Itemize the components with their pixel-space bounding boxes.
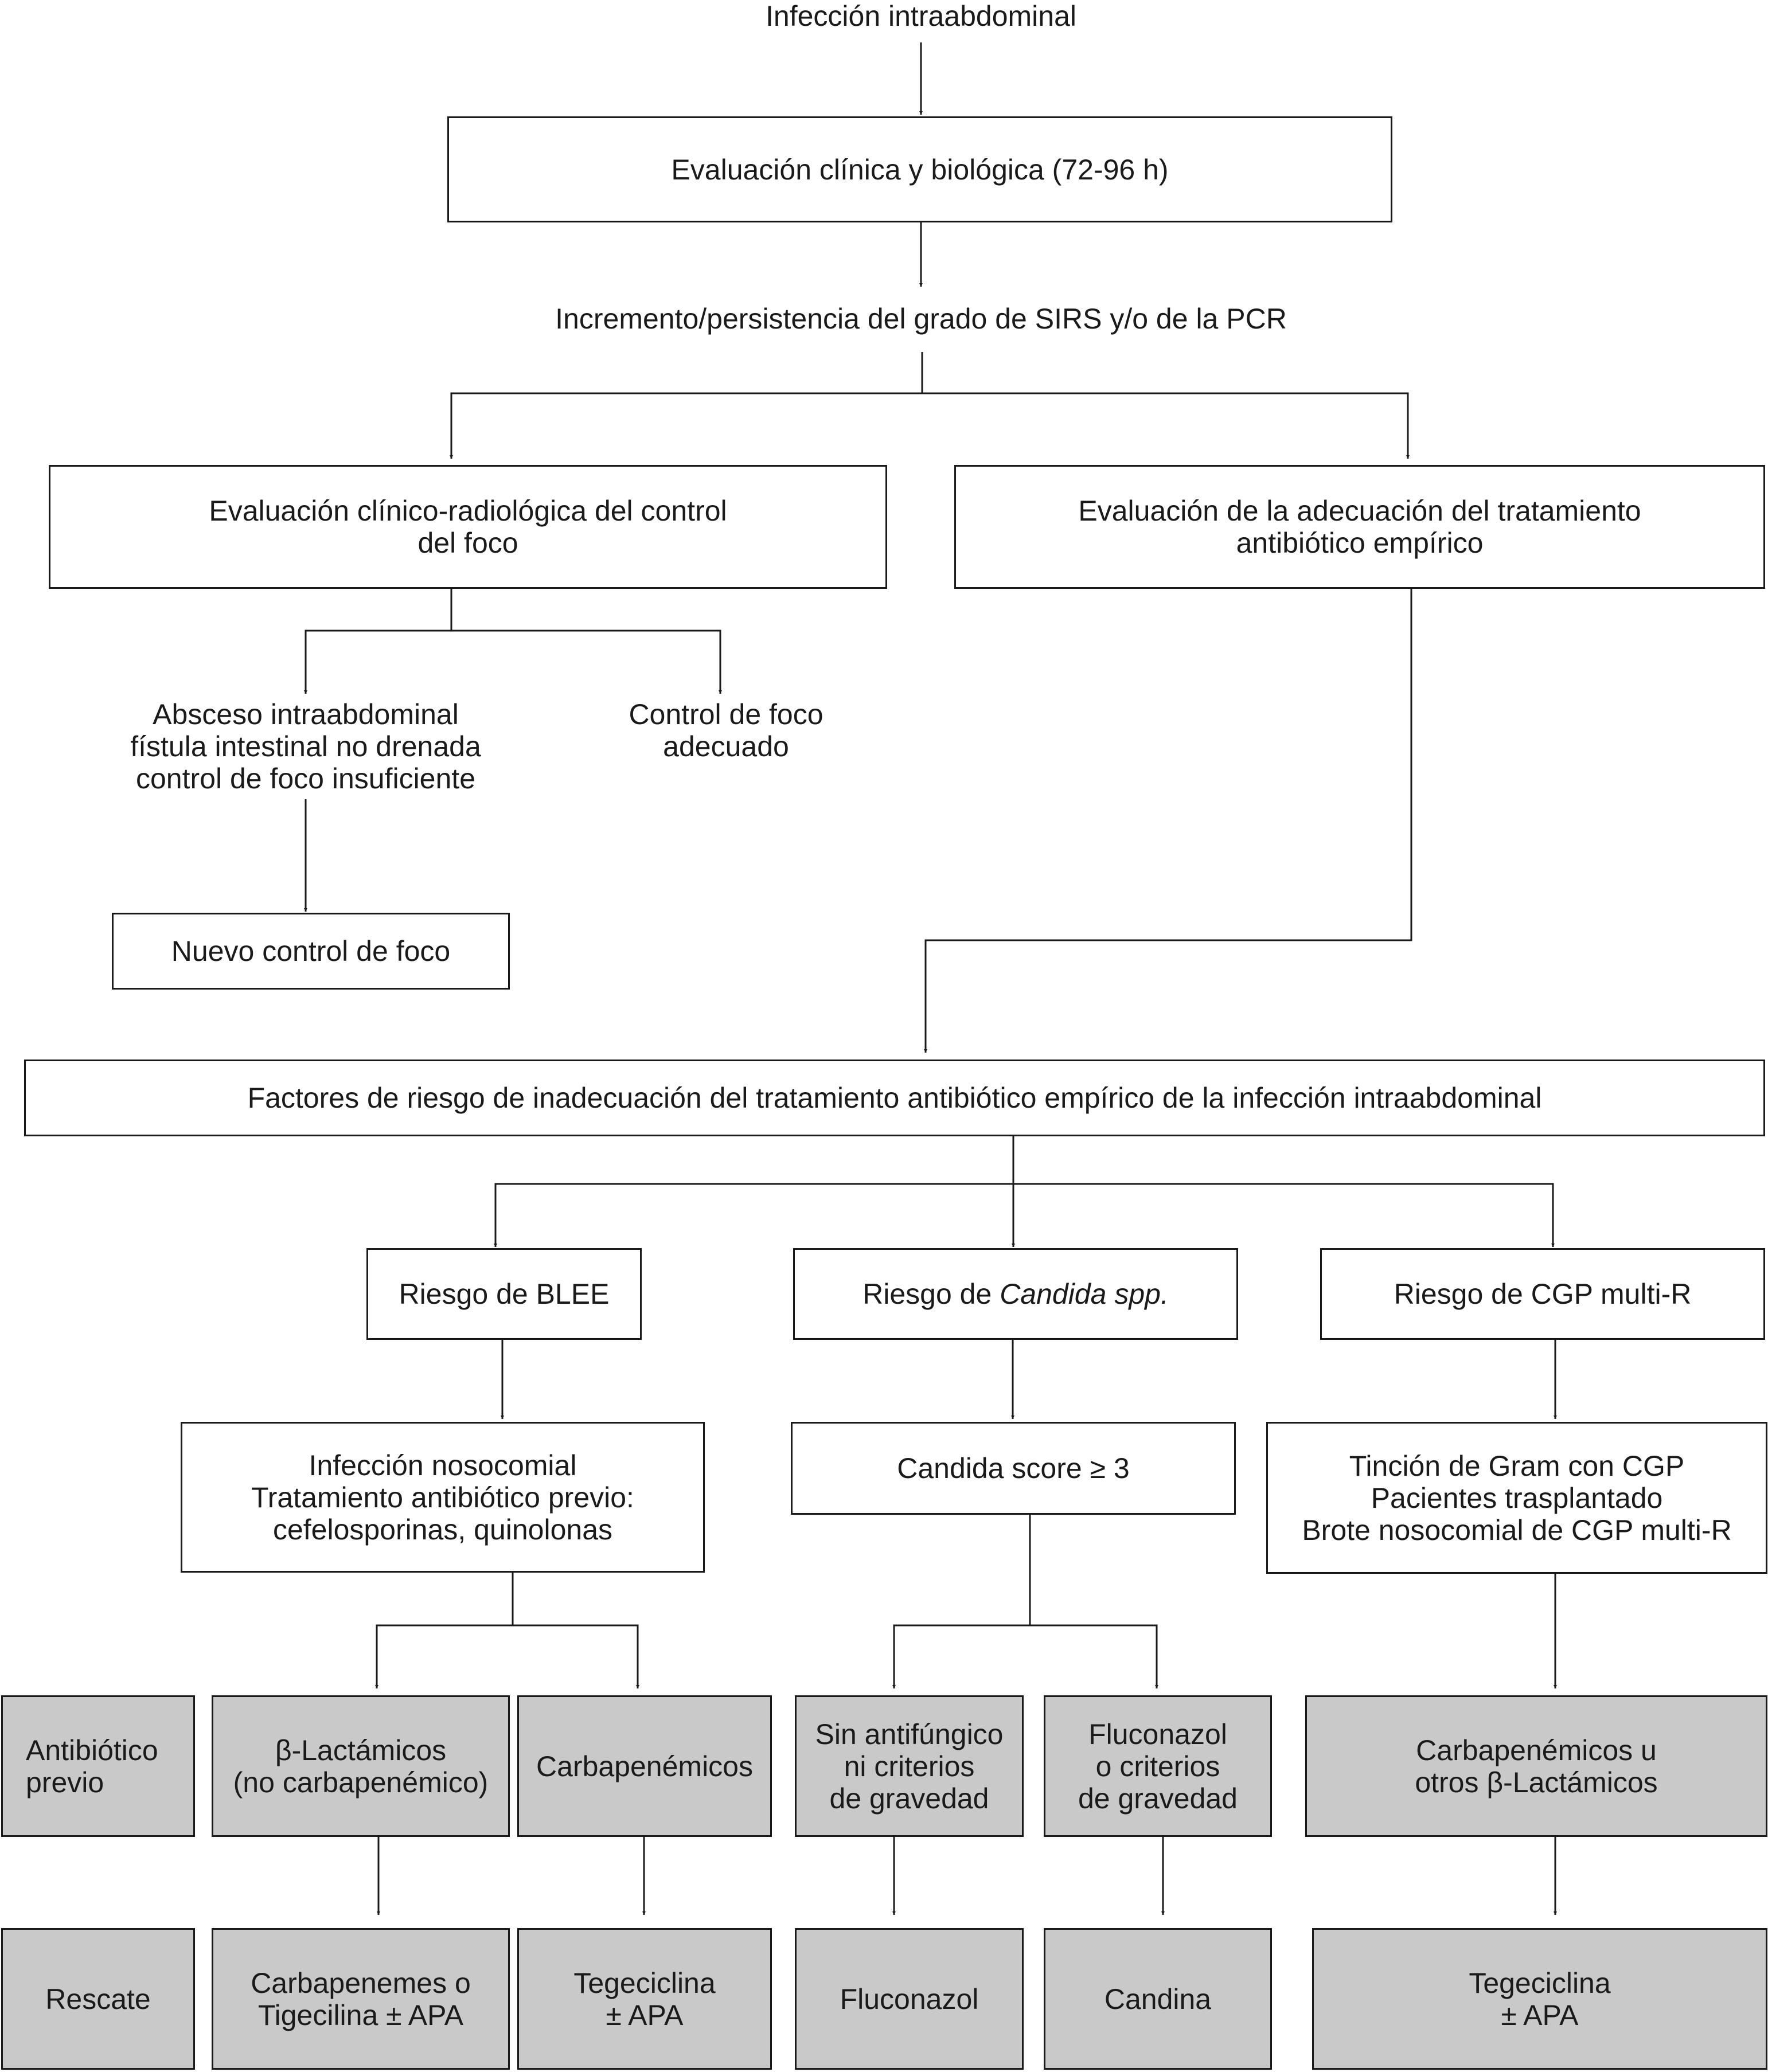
arrow-to-eval-trat: [922, 392, 1410, 459]
start-label: Infección intraabdominal: [766, 0, 1076, 32]
control-adecuado-label: Control de foco adecuado: [629, 698, 823, 763]
nuevo-control-box: Nuevo control de foco: [112, 913, 510, 990]
tegeciclina-1-box: Tegeciclina ± APA: [517, 1928, 772, 2070]
carbapenemes-tigecilina-box: Carbapenemes o Tigecilina ± APA: [212, 1928, 510, 2070]
riesgo-cgp-box: Riesgo de CGP multi-R: [1320, 1248, 1765, 1340]
sin-antifungico-box: Sin antifúngico ni criterios de gravedad: [795, 1695, 1024, 1837]
evaluacion-box: Evaluación clínica y biológica (72-96 h): [447, 116, 1392, 222]
antibiotico-previo-box: Antibiótico previo: [1, 1695, 195, 1837]
carbapenemicos-box: Carbapenémicos: [517, 1695, 772, 1837]
arrow-to-factores: [924, 589, 1412, 1053]
riesgo-candida-box: Riesgo de Candida spp.: [793, 1248, 1238, 1340]
arrow-to-absceso: [304, 589, 452, 694]
absceso-label: Absceso intraabdominal fístula intestina…: [130, 698, 481, 795]
eval-foco-box: Evaluación clínico-radiológica del contr…: [49, 465, 887, 589]
riesgo-blee-box: Riesgo de BLEE: [366, 1248, 642, 1340]
blee-criterios-box: Infección nosocomial Tratamiento antibió…: [181, 1422, 705, 1573]
rescate-box: Rescate: [1, 1928, 195, 2070]
arrow-to-fluconazol-criterios: [1030, 1624, 1158, 1688]
arrow-to-eval-foco: [450, 352, 923, 459]
fluconazol-criterios-box: Fluconazol o criterios de gravedad: [1044, 1695, 1272, 1837]
carbapenemicos-otros-box: Carbapenémicos u otros β-Lactámicos: [1305, 1695, 1767, 1837]
arrow-to-sin-antifungico: [892, 1515, 1031, 1688]
incremento-label: Incremento/persistencia del grado de SIR…: [555, 303, 1287, 335]
arrow-to-control-adecuado: [451, 630, 722, 694]
fluconazol-box: Fluconazol: [795, 1928, 1024, 2070]
arrow-to-carbapenemicos: [513, 1624, 639, 1688]
tegeciclina-2-box: Tegeciclina ± APA: [1312, 1928, 1767, 2070]
eval-trat-box: Evaluación de la adecuación del tratamie…: [954, 465, 1765, 589]
candida-score-box: Candida score ≥ 3: [791, 1422, 1236, 1515]
arrow-to-blee: [494, 1136, 1014, 1247]
factores-box: Factores de riesgo de inadecuación del t…: [24, 1060, 1765, 1136]
arrow-to-cgp: [1013, 1183, 1555, 1247]
candina-box: Candina: [1044, 1928, 1272, 2070]
cgp-criterios-box: Tinción de Gram con CGP Pacientes traspl…: [1266, 1422, 1767, 1574]
betalactamicos-box: β-Lactámicos (no carbapenémico): [212, 1695, 510, 1837]
riesgo-candida-label: Riesgo de Candida spp.: [862, 1278, 1169, 1310]
arrow-to-betalactamicos: [375, 1573, 514, 1688]
